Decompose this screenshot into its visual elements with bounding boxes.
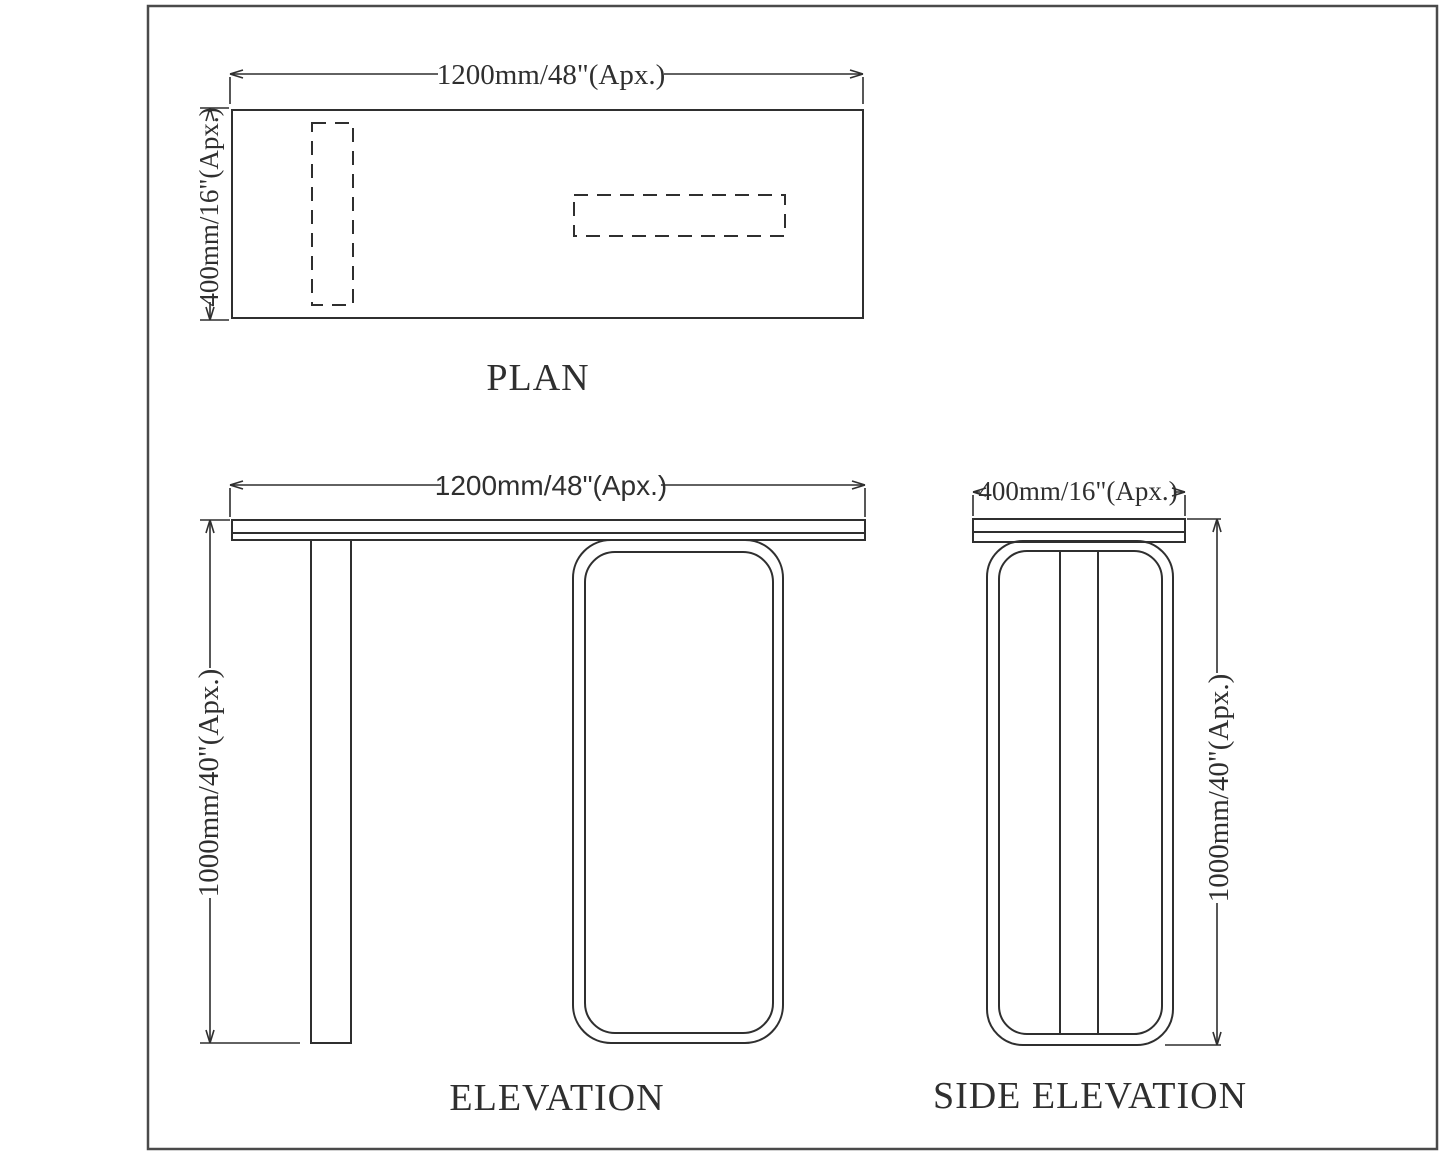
dimension-arrowheads xyxy=(205,519,215,1044)
extension-lines xyxy=(229,77,864,104)
elevation-left-leg xyxy=(310,540,352,1044)
elevation-width-dimension: 1200mm/48"(Apx.) xyxy=(229,470,866,517)
elevation-view-label: ELEVATION xyxy=(449,1077,664,1119)
extension-lines xyxy=(200,107,229,321)
sheet-border xyxy=(146,4,1439,1151)
dimension-arrowheads xyxy=(229,480,866,490)
dimension-arrowheads xyxy=(205,107,215,321)
dimension-arrowheads xyxy=(229,69,864,79)
plan-view: 1200mm/48"(Apx.) 400mm/16"(Apx.) PLAN xyxy=(194,59,864,399)
side-leg-outer xyxy=(986,540,1174,1046)
plan-depth-dimension-text: 400mm/16"(Apx.) xyxy=(194,107,224,306)
dimension-arrowheads xyxy=(972,487,1186,497)
elevation-view: 1200mm/48"(Apx.) 1000mm/40"(Apx.) ELEVAT… xyxy=(193,470,866,1119)
side-tabletop-board xyxy=(972,518,1186,543)
dimension-arrowheads xyxy=(1212,518,1222,1046)
elevation-right-leg-outer xyxy=(572,539,784,1044)
elevation-right-leg-inner xyxy=(584,551,774,1034)
elevation-height-dimension: 1000mm/40"(Apx.) xyxy=(193,519,300,1044)
side-height-dimension-text: 1000mm/40"(Apx.) xyxy=(1203,674,1235,903)
plan-left-leg-hidden-outline xyxy=(311,122,354,306)
plan-width-dimension-text: 1200mm/48"(Apx.) xyxy=(437,59,666,91)
plan-depth-dimension: 400mm/16"(Apx.) xyxy=(194,107,229,321)
plan-tabletop-outline xyxy=(231,109,864,319)
extension-lines xyxy=(972,495,1186,516)
side-depth-dimension-text: 400mm/16"(Apx.) xyxy=(978,476,1177,506)
side-elevation-view: 400mm/16"(Apx.) 1000mm/40"(Apx.) SIDE EL… xyxy=(933,476,1247,1117)
elevation-height-dimension-text: 1000mm/40"(Apx.) xyxy=(193,669,225,898)
plan-right-leg-hidden-outline xyxy=(573,194,786,237)
extension-lines xyxy=(1165,518,1221,1046)
elevation-width-dimension-text: 1200mm/48"(Apx.) xyxy=(435,470,667,501)
side-height-dimension: 1000mm/40"(Apx.) xyxy=(1165,518,1235,1046)
side-elevation-view-label: SIDE ELEVATION xyxy=(933,1075,1247,1117)
plan-view-label: PLAN xyxy=(486,357,589,399)
plan-width-dimension: 1200mm/48"(Apx.) xyxy=(229,59,864,104)
elevation-tabletop-board xyxy=(231,519,866,541)
extension-lines xyxy=(200,519,300,1044)
side-leg-inner xyxy=(998,550,1163,1035)
extension-lines xyxy=(229,488,866,517)
side-depth-dimension: 400mm/16"(Apx.) xyxy=(972,476,1186,516)
